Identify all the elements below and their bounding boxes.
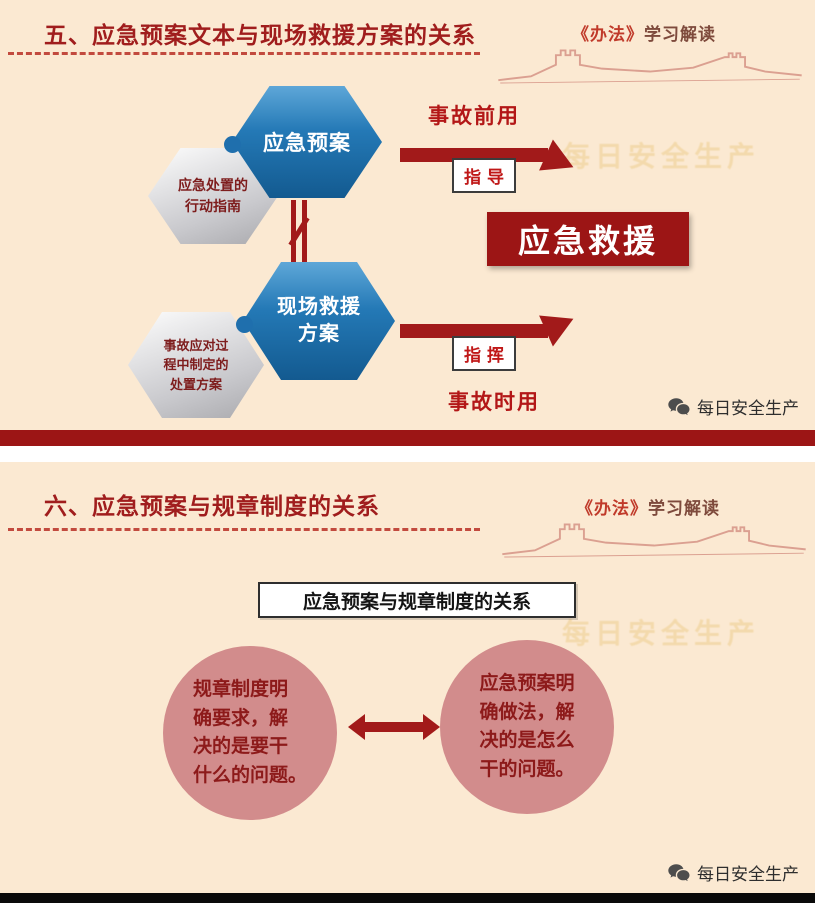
tag-command: 指挥 bbox=[452, 336, 516, 371]
red-divider-bar bbox=[0, 430, 815, 446]
brand-name: 每日安全生产 bbox=[697, 865, 799, 884]
badge-study-label: 学习解读 bbox=[648, 499, 720, 518]
slide2-title: 六、应急预案与规章制度的关系 bbox=[44, 493, 380, 519]
wechat-icon bbox=[668, 397, 690, 415]
arrow-head-icon bbox=[539, 139, 581, 183]
badge-study-guide: 《办法》学习解读 bbox=[572, 20, 716, 45]
connector-bar bbox=[291, 200, 296, 264]
arrow-head-icon bbox=[423, 714, 440, 740]
relationship-title-box: 应急预案与规章制度的关系 bbox=[258, 582, 576, 618]
command-arrow-icon bbox=[400, 303, 581, 348]
label-before-accident: 事故前用 bbox=[428, 105, 520, 128]
emergency-rescue-box: 应急救援 bbox=[487, 212, 689, 266]
puzzle-knob-icon bbox=[236, 316, 253, 333]
tag-guide: 指导 bbox=[452, 158, 516, 193]
arrow-head-icon bbox=[348, 714, 365, 740]
puzzle-knob-icon bbox=[224, 136, 241, 153]
brand-watermark: 每日安全生产 bbox=[667, 860, 799, 885]
circle-plan: 应急预案明 确做法，解 决的是怎么 干的问题。 bbox=[440, 640, 614, 814]
brand-watermark: 每日安全生产 bbox=[667, 394, 799, 419]
wechat-icon bbox=[668, 863, 690, 881]
not-equal-connector-icon bbox=[288, 200, 310, 264]
connector-bar bbox=[302, 200, 307, 264]
faint-brand-watermark: 每日安全生产 bbox=[562, 618, 761, 649]
circle-rules: 规章制度明 确要求，解 决的是要干 什么的问题。 bbox=[163, 646, 337, 820]
great-wall-icon bbox=[502, 523, 806, 558]
title-dashed-underline bbox=[8, 52, 480, 55]
arrow-shaft bbox=[400, 324, 548, 338]
hexagon-rescue-plan: 现场救援 方案 bbox=[243, 262, 395, 380]
title-dashed-underline bbox=[8, 528, 480, 531]
great-wall-icon bbox=[498, 49, 802, 84]
bottom-black-bar bbox=[0, 893, 815, 903]
slide-plan-vs-rescue: 五、应急预案文本与现场救援方案的关系 《办法》学习解读 每日安全生产 应急处置的… bbox=[0, 0, 815, 446]
slide1-title: 五、应急预案文本与现场救援方案的关系 bbox=[44, 22, 476, 48]
double-arrow-icon bbox=[348, 714, 440, 740]
badge-book-name: 《办法》 bbox=[572, 25, 644, 44]
badge-study-label: 学习解读 bbox=[644, 25, 716, 44]
label-during-accident: 事故时用 bbox=[448, 391, 540, 414]
arrow-shaft bbox=[362, 722, 426, 732]
badge-book-name: 《办法》 bbox=[576, 499, 648, 518]
faint-brand-watermark: 每日安全生产 bbox=[562, 141, 761, 172]
arrow-head-icon bbox=[539, 303, 581, 347]
slide-plan-vs-rules: 六、应急预案与规章制度的关系 《办法》学习解读 每日安全生产 应急预案与规章制度… bbox=[0, 462, 815, 893]
badge-study-guide: 《办法》学习解读 bbox=[576, 494, 720, 519]
brand-name: 每日安全生产 bbox=[697, 399, 799, 418]
